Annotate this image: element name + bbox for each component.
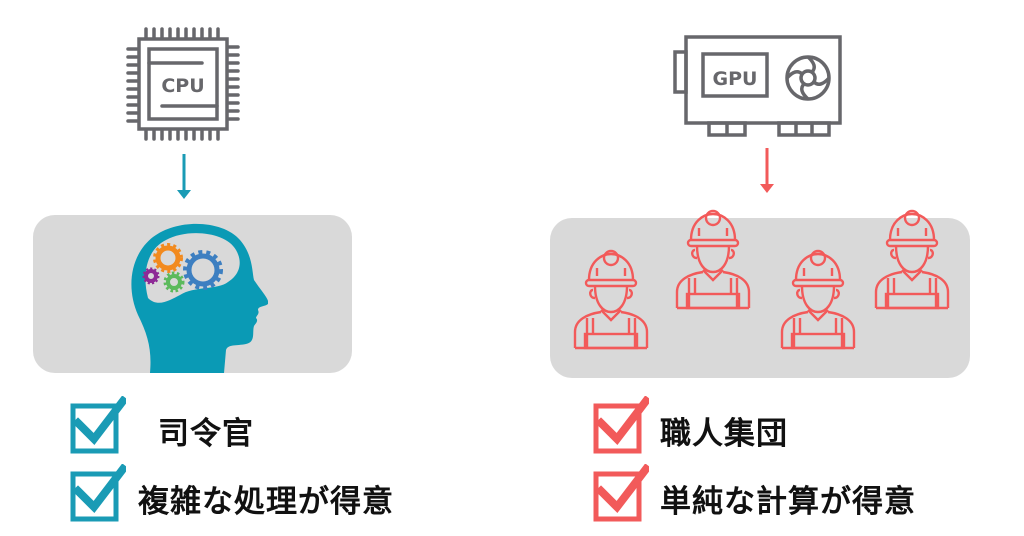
cpu-feature-complex: 複雑な処理が得意 (138, 484, 394, 520)
checkbox-checked-icon (593, 396, 649, 454)
checkbox-checked-icon (70, 396, 126, 454)
checkbox-checked-icon (70, 464, 126, 522)
worker-icon (874, 209, 950, 310)
worker-icon (780, 249, 856, 350)
arrow-down-icon (177, 154, 191, 199)
gpu-feature-simple: 単純な計算が得意 (660, 484, 916, 520)
brain-gears-head-icon (131, 223, 268, 373)
arrow-down-icon (760, 148, 774, 193)
cpu-chip-label: CPU (161, 75, 204, 97)
gpu-card-label: GPU (713, 68, 758, 90)
gpu-card-icon: GPU (673, 35, 842, 137)
cpu-panel (33, 215, 352, 373)
gpu-panel (550, 209, 970, 378)
worker-icon (675, 209, 751, 310)
checkbox-checked-icon (593, 464, 649, 522)
worker-icon (573, 249, 649, 350)
cpu-feature-commander: 司令官 (158, 416, 254, 452)
gpu-feature-craftsmen: 職人集団 (660, 416, 788, 452)
cpu-chip-icon: CPU (126, 27, 240, 141)
